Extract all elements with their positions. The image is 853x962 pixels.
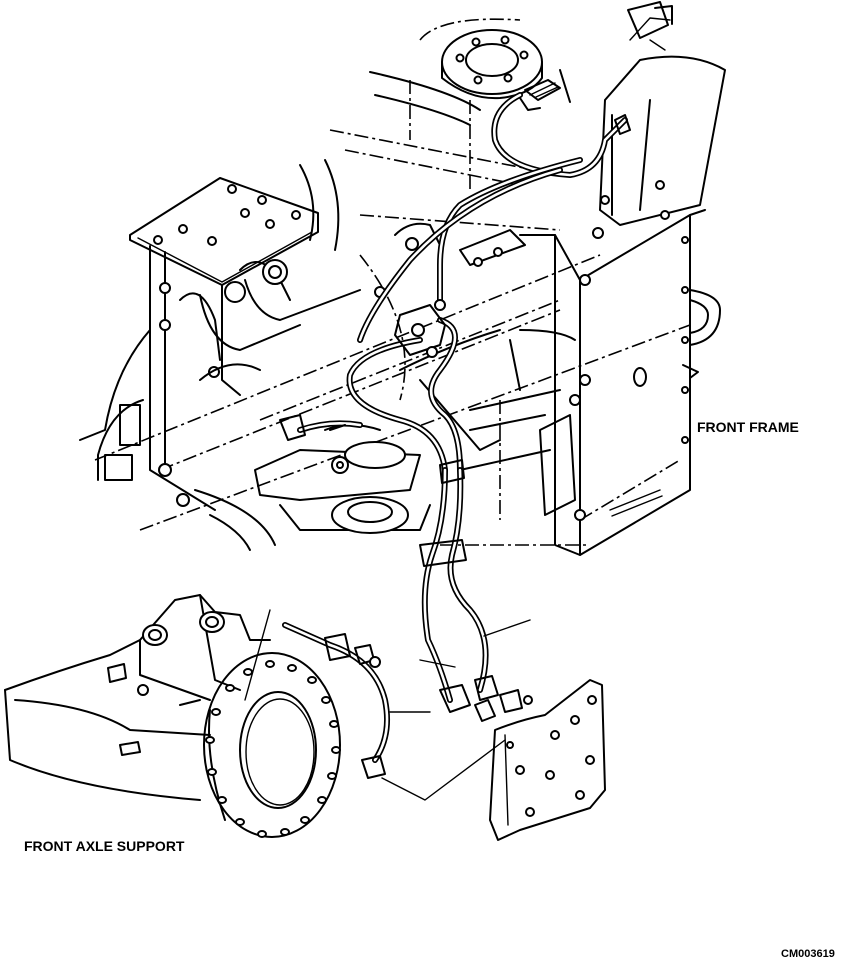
left-frame-bracket xyxy=(79,177,319,511)
axle-ring-flange xyxy=(203,652,341,838)
front-frame-body xyxy=(158,71,576,551)
axle-hose-and-fittings xyxy=(244,609,506,801)
lower-hose-routing xyxy=(419,459,533,722)
front-frame-label: FRONT FRAME xyxy=(697,419,799,435)
front-axle-support-label: FRONT AXLE SUPPORT xyxy=(24,838,185,854)
front-axle-support xyxy=(4,594,271,801)
upper-hose-routing xyxy=(279,92,631,473)
axle-valve-plate xyxy=(489,679,606,841)
right-frame-panel xyxy=(519,1,726,556)
drawing-code-label: CM003619 xyxy=(781,948,835,960)
mounting-flange xyxy=(441,29,571,111)
